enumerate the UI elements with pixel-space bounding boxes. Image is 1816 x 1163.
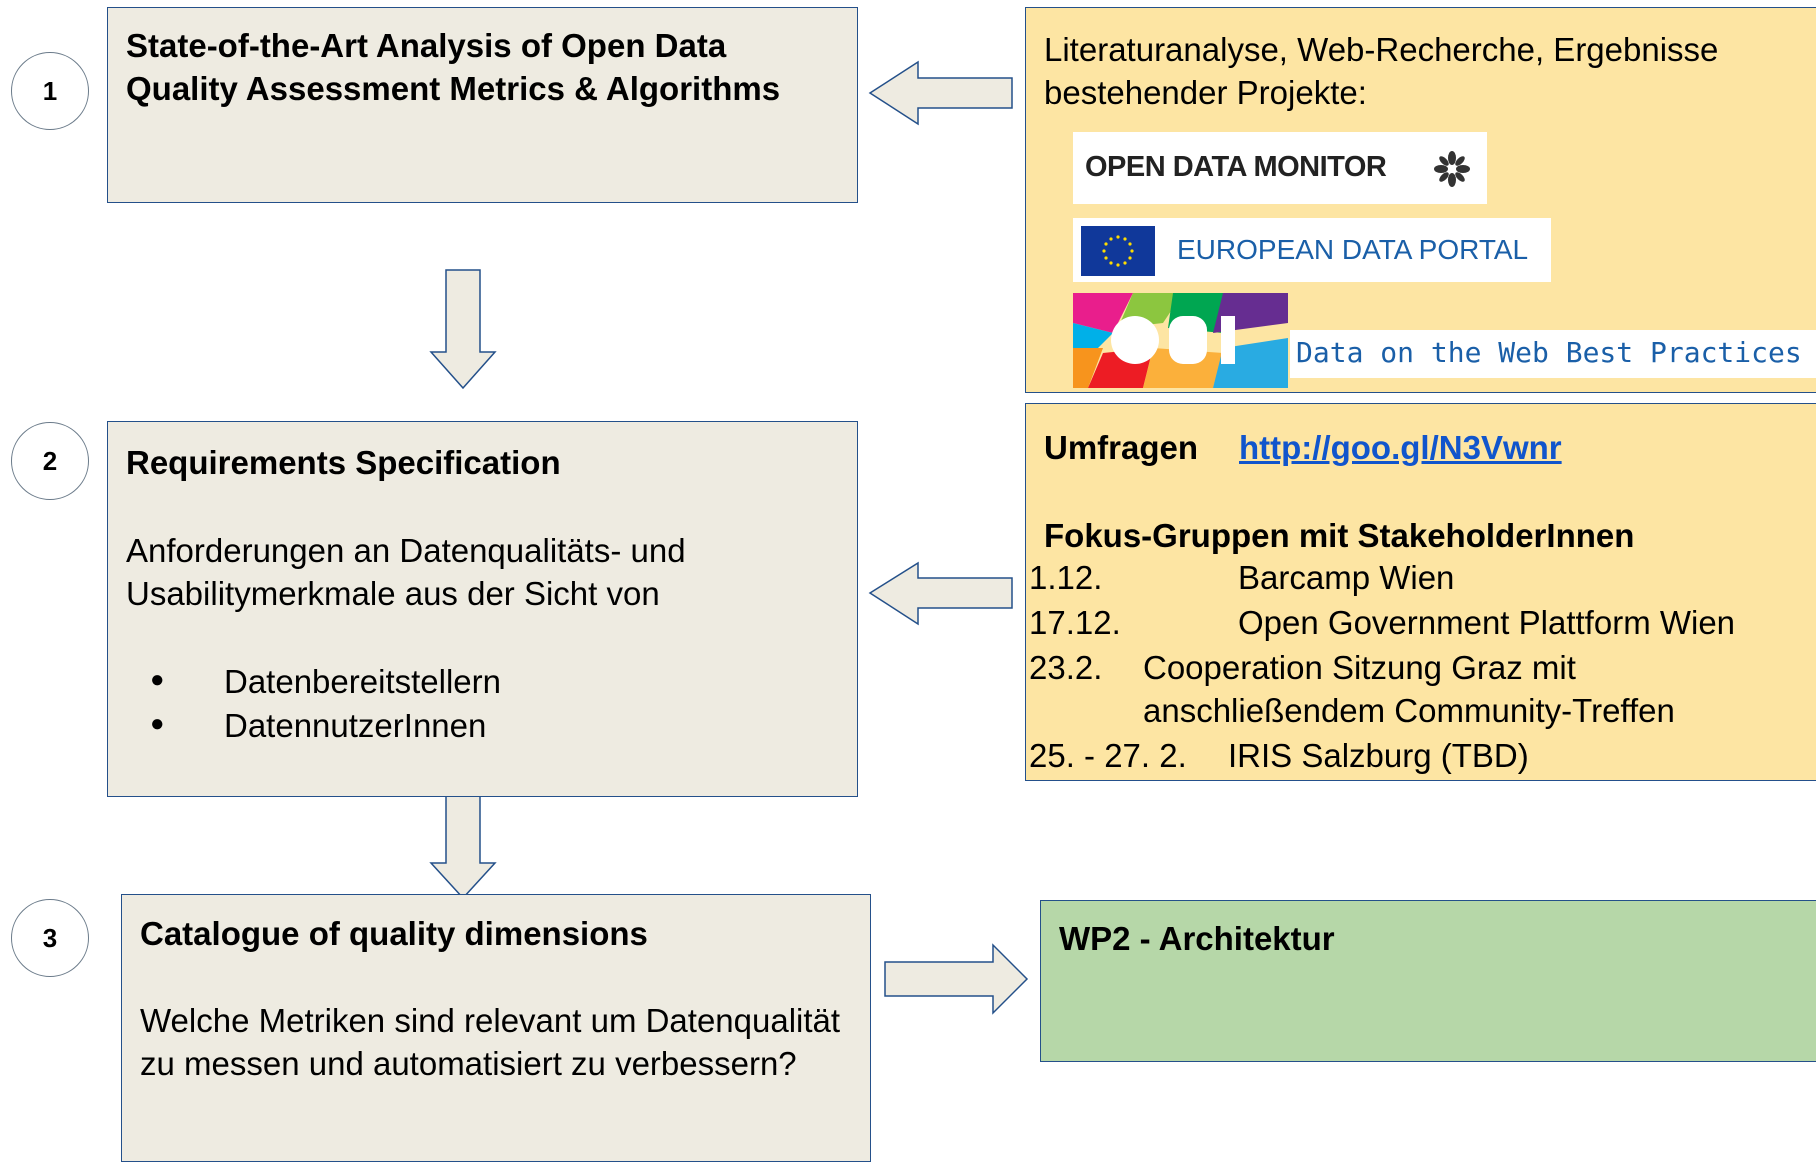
bullet-dot: ● [150,710,165,737]
eu-flag-icon [1081,226,1155,276]
arrow-step2-to-step3 [429,780,497,900]
step-2-box: Requirements Specification Anforderungen… [107,421,858,797]
odi-logo-text: Data on the Web Best Practices [1296,336,1802,369]
arrow-surveys-to-step2 [868,561,1013,626]
output-box: WP2 - Architektur [1040,900,1816,1062]
step-number-1: 1 [11,52,89,130]
european-data-portal-logo: EUROPEAN DATA PORTAL [1073,218,1551,282]
odm-flower-icon [1434,151,1470,187]
event-date: 1.12. [1029,559,1103,596]
step-1-box: State-of-the-Art Analysis of Open Data Q… [107,7,858,203]
focus-groups-title: Fokus-Gruppen mit StakeholderInnen [1044,517,1635,554]
survey-link[interactable]: http://goo.gl/N3Vwnr [1239,429,1562,466]
open-data-monitor-logo: OPEN DATA MONITOR [1073,132,1487,204]
step-2-bullet-2: DatennutzerInnen [224,707,487,744]
arrow-step3-to-output [884,943,1029,1015]
event-name-continued: anschließendem Community-Treffen [1143,692,1675,729]
step-3-description: Welche Metriken sind relevant um Datenqu… [140,1002,841,1082]
event-name: Barcamp Wien [1238,559,1455,596]
step-number-label: 3 [42,922,58,953]
event-name: IRIS Salzburg (TBD) [1228,737,1529,774]
odi-best-practices-label: Data on the Web Best Practices [1290,330,1816,378]
step-3-title: Catalogue of quality dimensions [140,915,648,952]
step-3-box: Catalogue of quality dimensions Welche M… [121,894,871,1162]
step-number-2: 2 [11,422,89,500]
odi-colorful-icon [1073,293,1288,388]
step-2-description: Anforderungen an Datenqualitäts- und Usa… [126,532,686,612]
event-date: 23.2. [1029,649,1103,686]
step-1-title: State-of-the-Art Analysis of Open Data Q… [126,27,781,107]
sources-box: Literaturanalyse, Web-Recherche, Ergebni… [1025,7,1816,393]
step-number-label: 1 [42,75,58,106]
bullet-dot: ● [150,666,165,693]
event-date: 25. - 27. 2. [1029,737,1187,774]
event-name: Cooperation Sitzung Graz mit [1143,649,1576,686]
step-number-label: 2 [42,445,58,476]
surveys-label: Umfragen [1044,429,1199,466]
edp-logo-text: EUROPEAN DATA PORTAL [1177,234,1529,265]
step-number-3: 3 [11,899,89,977]
arrow-step1-to-step2 [429,269,497,390]
sources-intro: Literaturanalyse, Web-Recherche, Ergebni… [1044,31,1719,111]
odm-logo-text: OPEN DATA MONITOR [1085,151,1387,183]
odi-logo [1073,293,1288,388]
step-2-bullet-1: Datenbereitstellern [224,663,501,700]
step-2-title: Requirements Specification [126,444,561,481]
arrow-sources-to-step1 [868,60,1013,126]
event-name: Open Government Plattform Wien [1238,604,1736,641]
output-title: WP2 - Architektur [1059,920,1335,957]
surveys-box: Umfragen http://goo.gl/N3Vwnr Fokus-Grup… [1025,403,1816,781]
event-date: 17.12. [1029,604,1121,641]
